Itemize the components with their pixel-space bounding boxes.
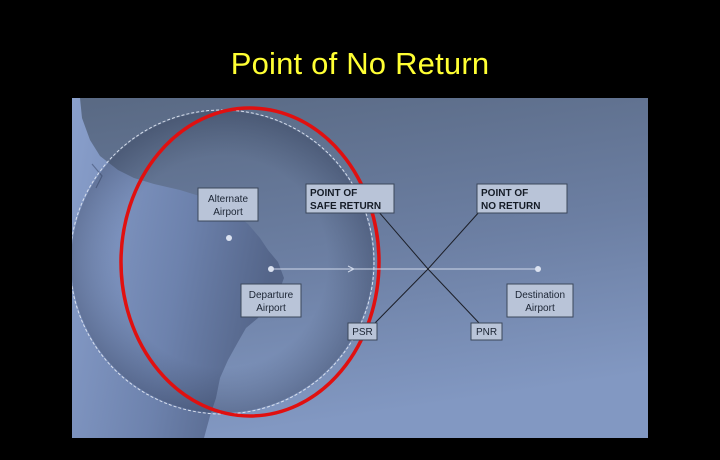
psr-label: PSR <box>347 322 378 341</box>
departure-airport-label: Departure Airport <box>240 283 302 318</box>
alternate-airport-label: Alternate Airport <box>197 187 259 222</box>
svg-text:NO RETURN: NO RETURN <box>481 201 540 212</box>
svg-text:SAFE RETURN: SAFE RETURN <box>310 201 381 212</box>
psr-leader-upper <box>377 210 429 270</box>
route-arrow-icon <box>347 265 356 273</box>
pnr-label: PNR <box>470 322 503 341</box>
svg-text:Destination: Destination <box>515 290 565 301</box>
safe-return-range-circle <box>119 106 381 418</box>
svg-text:POINT OF: POINT OF <box>310 188 357 199</box>
range-shade <box>72 111 373 413</box>
pnr-leader-upper <box>427 210 481 270</box>
svg-text:Airport: Airport <box>256 303 286 314</box>
psr-leader-lower <box>373 268 429 325</box>
svg-text:Airport: Airport <box>213 207 243 218</box>
pnr-diagram: Alternate Airport Departure Airport Dest… <box>72 98 648 438</box>
slide-title: Point of No Return <box>230 46 490 81</box>
destination-airport-dot <box>535 266 541 272</box>
departure-airport-dot <box>268 266 274 272</box>
point-of-safe-return-label: POINT OF SAFE RETURN <box>305 183 395 214</box>
svg-text:Departure: Departure <box>249 290 294 301</box>
svg-text:POINT OF: POINT OF <box>481 188 528 199</box>
destination-airport-label: Destination Airport <box>506 283 574 318</box>
svg-text:PNR: PNR <box>476 327 497 338</box>
svg-text:Alternate: Alternate <box>208 194 248 205</box>
point-of-no-return-label: POINT OF NO RETURN <box>476 183 568 214</box>
alternate-airport-dot <box>226 235 232 241</box>
svg-text:Airport: Airport <box>525 303 555 314</box>
pnr-leader-lower <box>427 268 481 325</box>
svg-text:PSR: PSR <box>352 327 373 338</box>
